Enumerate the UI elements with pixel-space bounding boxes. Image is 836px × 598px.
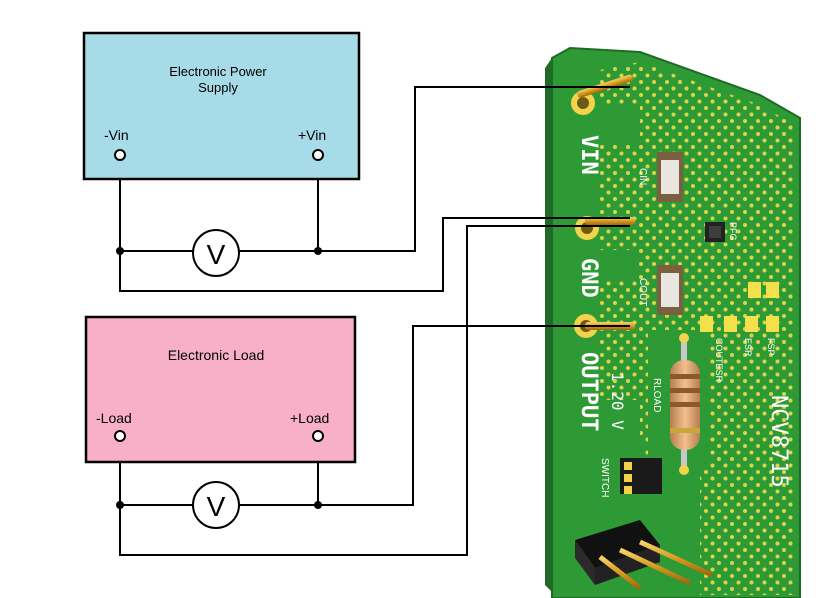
label-cin: CIN <box>637 168 648 185</box>
pad-vin <box>571 91 595 115</box>
electronic-load-pos-label: +Load <box>290 410 329 426</box>
pin-label-output: OUTPUT <box>576 352 601 431</box>
capacitor-cin <box>657 152 683 202</box>
regulator-chip <box>705 222 725 242</box>
pin-label-gnd: GND <box>576 258 601 298</box>
label-fsp: FSP <box>766 338 776 356</box>
electronic-load-box: Electronic Load -Load +Load <box>84 315 357 464</box>
capacitor-cout <box>657 265 683 315</box>
power-supply-title-line1: Electronic Power <box>169 64 267 79</box>
power-supply-pos-terminal[interactable] <box>312 149 324 161</box>
power-supply-neg-label: -Vin <box>104 127 129 143</box>
wire-psu-pos-to-vin <box>318 86 630 252</box>
label-switch: SWITCH <box>599 458 610 497</box>
electronic-load-title: Electronic Load <box>168 347 265 363</box>
wire-load-pos-to-output <box>318 325 630 506</box>
label-couteSR: COUTESR <box>714 338 724 383</box>
voltmeter-output: V <box>192 481 240 529</box>
load-resistor <box>670 333 700 475</box>
power-supply-neg-terminal[interactable] <box>114 149 126 161</box>
evaluation-board: VIN GND OUTPUT CIN COUT PFG <box>545 46 801 598</box>
pin-label-vin: VIN <box>576 135 601 175</box>
wire-load-neg-to-gnd <box>119 225 630 556</box>
voltmeter-input: V <box>192 229 240 277</box>
electronic-load-neg-terminal[interactable] <box>114 430 126 442</box>
wire-psu-neg-to-gnd <box>119 217 630 292</box>
voltmeter-output-symbol: V <box>207 491 226 522</box>
label-rload: RLOAD <box>651 378 662 412</box>
label-pfg: PFG <box>728 222 738 241</box>
power-supply-title-line2: Supply <box>198 80 238 95</box>
jumper-switch <box>620 458 662 494</box>
junction-dots <box>116 247 322 509</box>
label-esr: ESR <box>743 338 753 357</box>
voltmeter-input-symbol: V <box>207 239 226 270</box>
electronic-load-pos-terminal[interactable] <box>312 430 324 442</box>
electronic-load-body <box>84 315 357 464</box>
label-cout: COUT <box>637 278 648 306</box>
silk-block-top <box>600 105 640 145</box>
part-name: NCV8715 <box>766 395 791 488</box>
output-voltage-label: 1.20 V <box>608 372 627 430</box>
power-supply-box: Electronic Power Supply -Vin +Vin <box>82 31 361 181</box>
silk-block-mid <box>600 250 638 280</box>
electronic-load-neg-label: -Load <box>96 410 132 426</box>
test-pads <box>700 282 779 332</box>
power-supply-pos-label: +Vin <box>298 127 326 143</box>
header-pins <box>575 520 714 590</box>
